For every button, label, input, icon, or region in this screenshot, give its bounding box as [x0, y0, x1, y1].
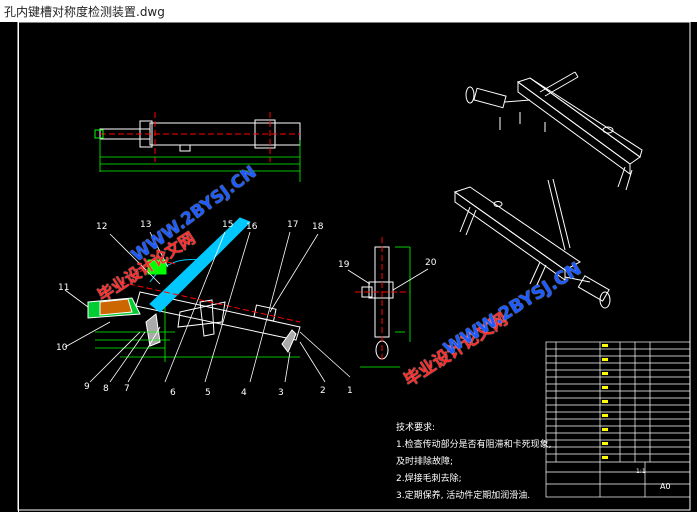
iso-view-2 — [453, 178, 611, 309]
part-number-label: 18 — [312, 222, 324, 232]
title-block-sheet: A0 — [660, 482, 671, 491]
leader-lines — [64, 231, 351, 383]
part-number-label: 3 — [278, 388, 284, 398]
window-title: 孔内键槽对称度检测装置.dwg — [4, 5, 165, 19]
side-view — [355, 237, 410, 362]
part-number-label: 13 — [140, 220, 152, 230]
part-number-label: 10 — [56, 343, 68, 353]
part-number-label: 15 — [222, 220, 234, 230]
side-view-dims — [360, 246, 411, 368]
part-number-label: 12 — [96, 222, 108, 232]
left-margin-frame — [0, 22, 19, 512]
main-view — [87, 217, 301, 353]
iso-view-1 — [465, 71, 643, 191]
part-number-label: 8 — [103, 384, 109, 394]
top-view — [94, 112, 301, 162]
window-titlebar: 孔内键槽对称度检测装置.dwg — [0, 0, 697, 23]
part-number-label: 9 — [84, 382, 90, 392]
tech-note-line: 及时排除故障; — [396, 457, 454, 467]
part-number-label: 20 — [425, 258, 437, 268]
tech-note-line: 2.焊接毛刺去除; — [396, 474, 462, 484]
part-number-label: 11 — [58, 283, 70, 293]
part-number-label: 5 — [205, 388, 211, 398]
tech-notes-heading: 技术要求: — [396, 423, 436, 433]
part-number-label: 2 — [320, 386, 326, 396]
top-view-dims — [99, 140, 301, 182]
cad-drawing — [17, 22, 691, 511]
part-number-label: 6 — [170, 388, 176, 398]
parts-list-fill — [602, 344, 608, 459]
parts-list-table — [545, 341, 691, 498]
part-number-label: 17 — [287, 220, 299, 230]
tech-note-line: 1.检查传动部分是否有阻滞和卡死现象, — [396, 440, 552, 450]
technical-requirements: 技术要求: 1.检查传动部分是否有阻滞和卡死现象, 及时排除故障; 2.焊接毛刺… — [396, 420, 551, 505]
part-number-label: 4 — [241, 388, 247, 398]
part-number-label: 19 — [338, 260, 350, 270]
title-block-scale: 1:1 — [636, 468, 646, 475]
part-number-label: 7 — [124, 384, 130, 394]
part-number-label: 1 — [347, 386, 353, 396]
tech-note-line: 3.定期保养, 活动件定期加润滑油. — [396, 491, 531, 501]
part-number-label: 16 — [246, 222, 258, 232]
